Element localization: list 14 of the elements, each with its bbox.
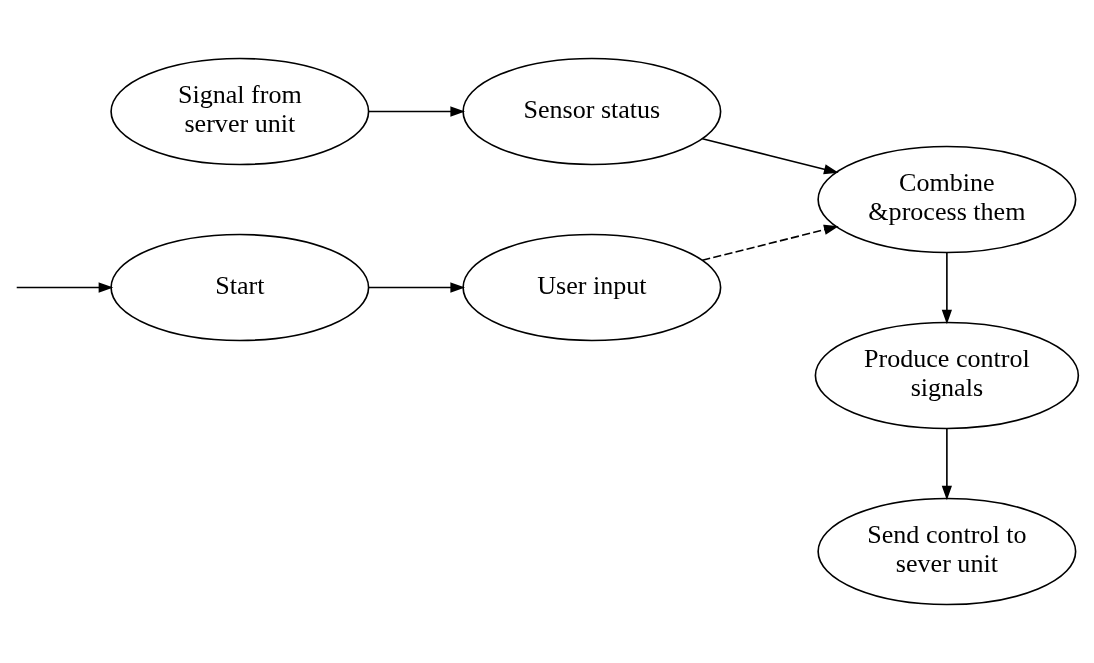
node-ellipse: Start <box>110 233 370 342</box>
arrow <box>941 427 952 501</box>
node-ellipse: Send control to sever unit <box>817 497 1077 606</box>
arrow <box>368 282 466 293</box>
node-ellipse: User input <box>462 233 722 342</box>
node-ellipse: Combine &process them <box>817 145 1077 254</box>
arrow <box>941 251 952 325</box>
node-ellipse: Sensor status <box>462 57 722 166</box>
arrow <box>701 224 839 262</box>
node-ellipse: Signal from server unit <box>110 57 370 166</box>
arrow <box>701 137 839 175</box>
arrow <box>368 106 466 117</box>
node-ellipse: Produce control signals <box>814 321 1080 430</box>
arrow <box>15 282 114 293</box>
